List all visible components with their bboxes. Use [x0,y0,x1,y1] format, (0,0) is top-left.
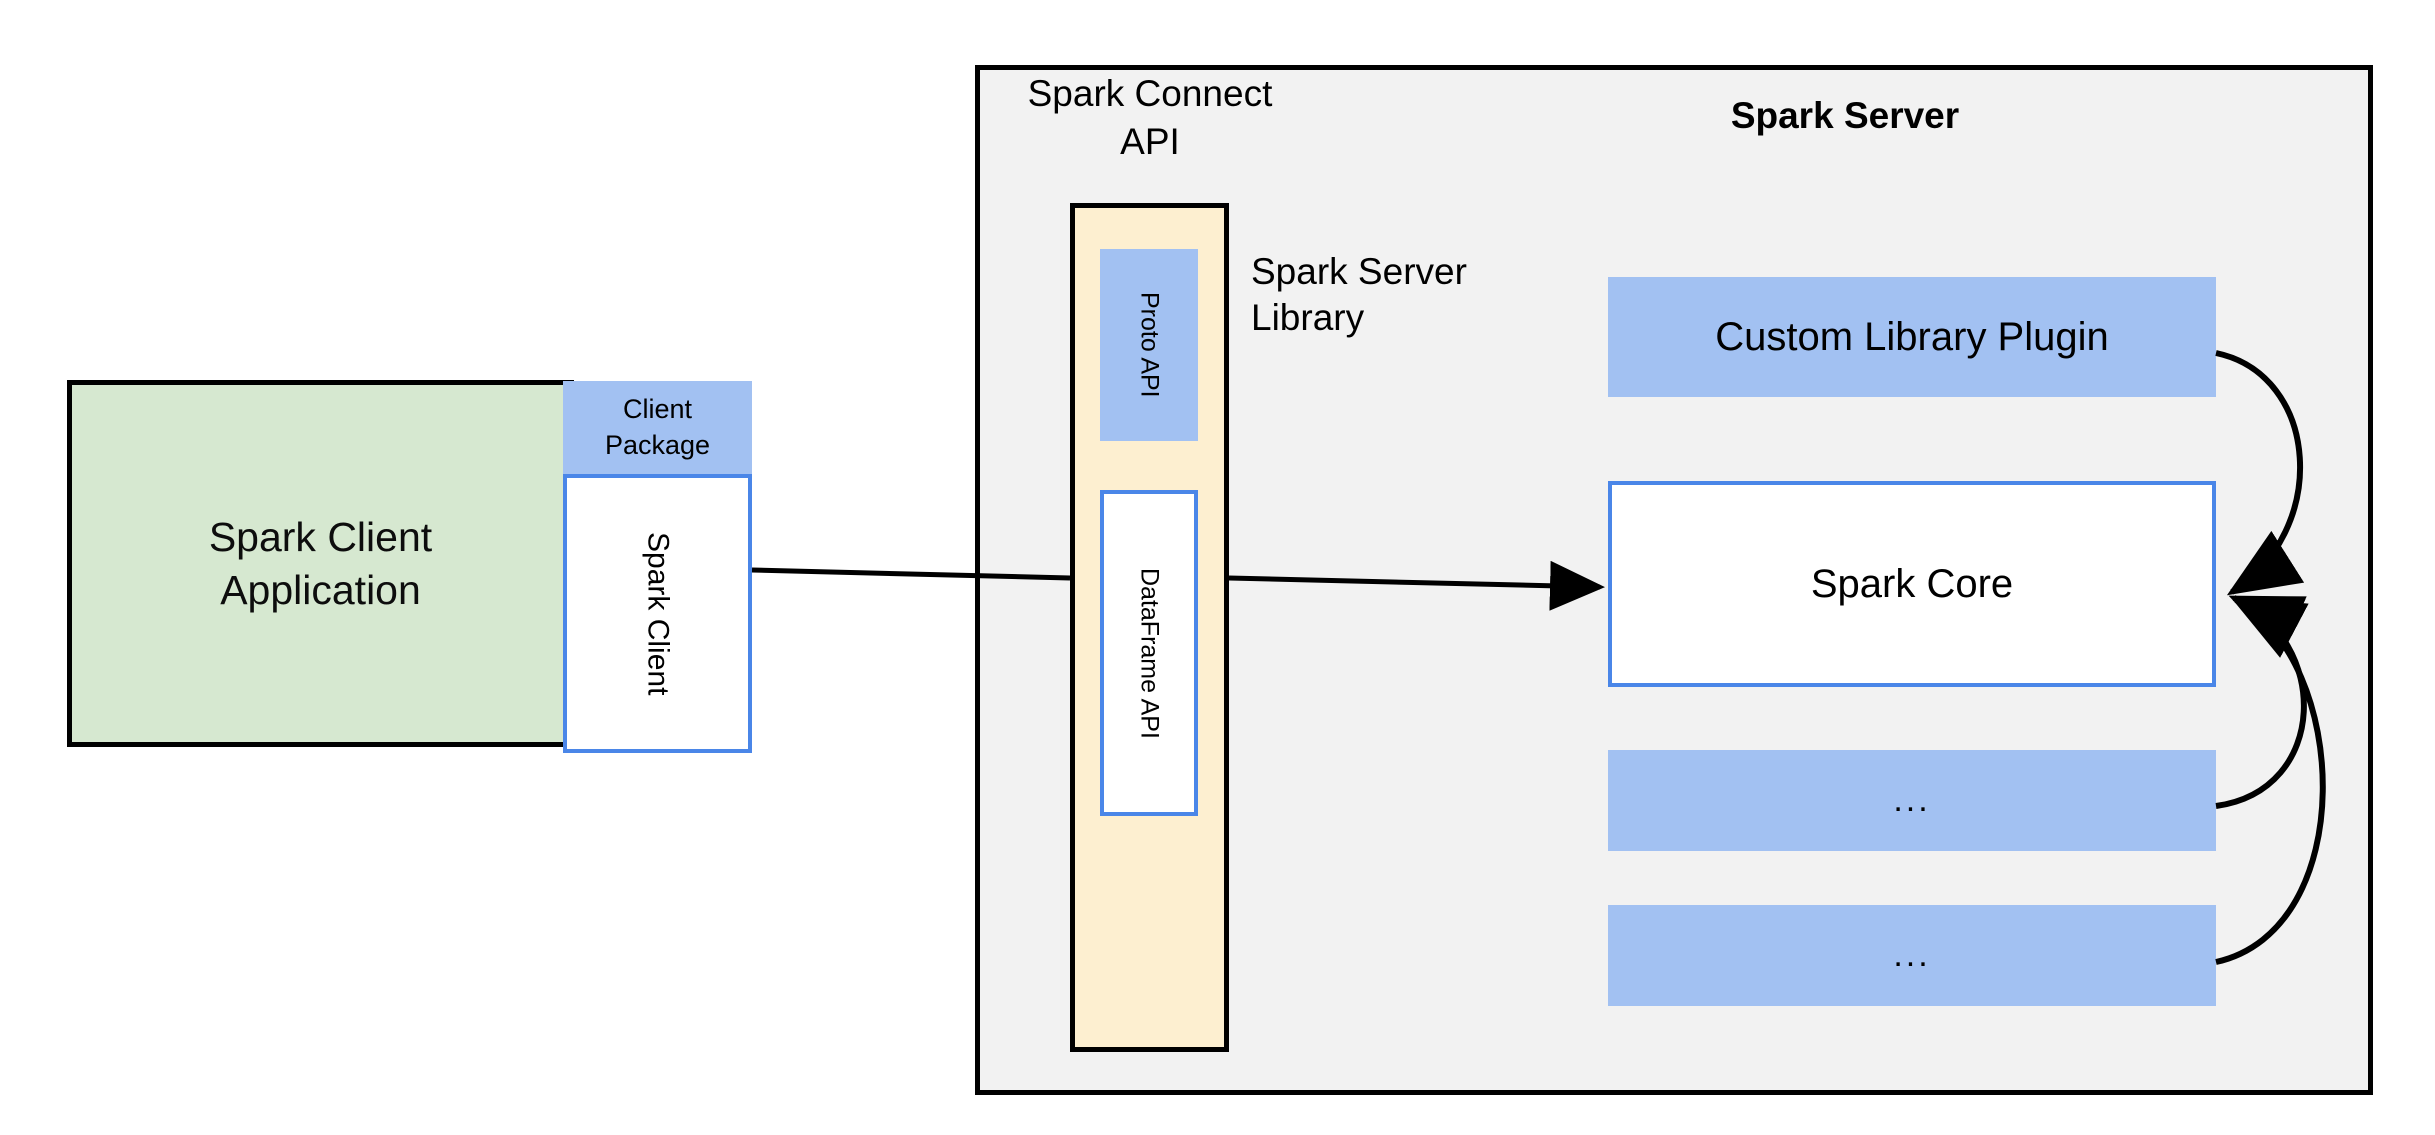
spark-server-library-label: Spark Server Library [1251,251,1467,339]
dataframe-api-box[interactable]: DataFrame API [1100,490,1198,816]
custom-library-plugin-box[interactable]: Custom Library Plugin [1608,277,2216,397]
dataframe-api-label: DataFrame API [1135,567,1164,739]
client-package-box[interactable]: Client Package [563,381,752,474]
proto-api-label: Proto API [1135,292,1164,398]
ellipsis-label-1: ... [1893,781,1931,820]
custom-library-plugin-label: Custom Library Plugin [1715,315,2109,359]
spark-client-application-box[interactable]: Spark Client Application [67,380,574,747]
spark-core-box[interactable]: Spark Core [1608,481,2216,687]
proto-api-box[interactable]: Proto API [1100,249,1198,441]
spark-client-application-label: Spark Client Application [208,514,433,613]
ellipsis-box-1[interactable]: ... [1608,750,2216,851]
spark-connect-api-label: Spark Connect API [1027,73,1273,163]
ellipsis-label-2: ... [1893,936,1931,975]
client-package-label: Client Package [604,394,711,460]
spark-core-label: Spark Core [1810,562,2014,606]
spark-client-box[interactable]: Spark Client [563,474,752,753]
spark-client-label: Spark Client [641,531,675,696]
ellipsis-box-2[interactable]: ... [1608,905,2216,1006]
spark-server-title: Spark Server [1730,95,1960,136]
